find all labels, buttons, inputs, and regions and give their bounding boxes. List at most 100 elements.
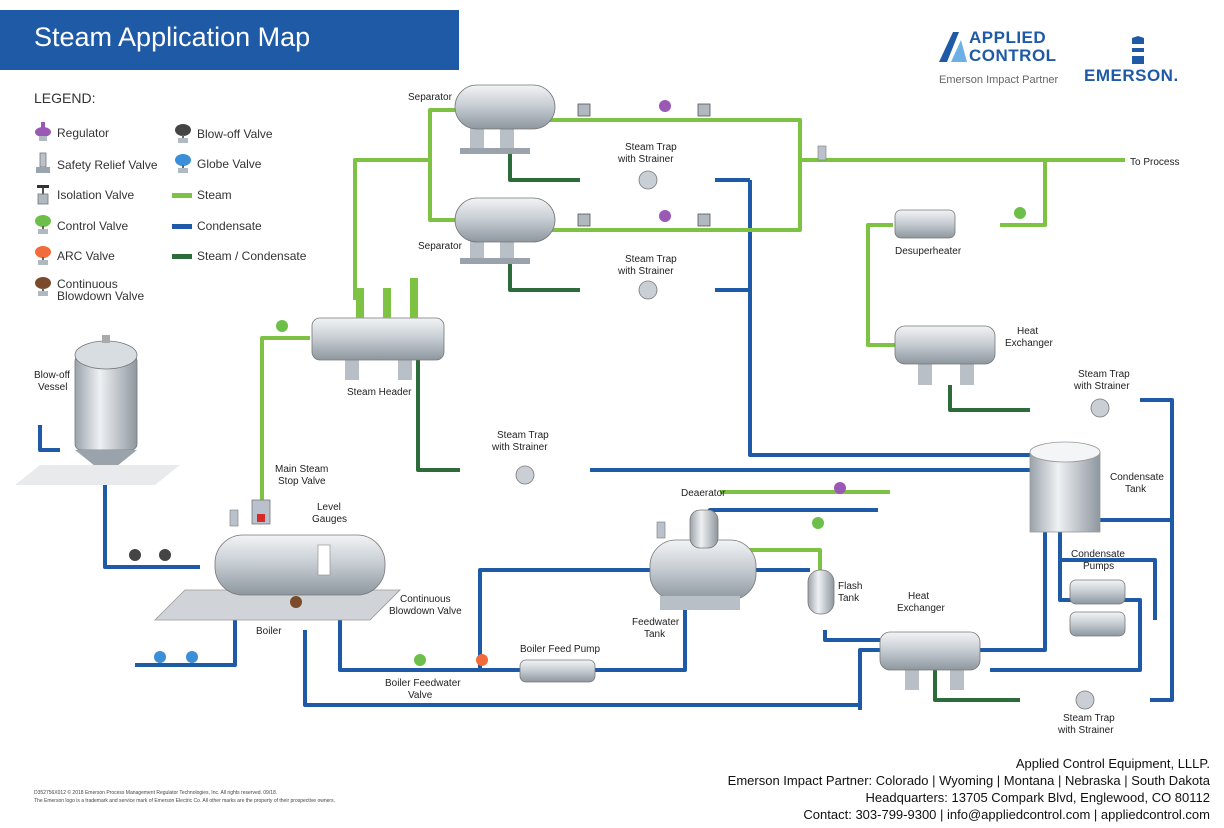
footer-contact: Contact: 303-799-9300 | info@appliedcont… [803,807,1210,822]
boiler [154,499,401,621]
applied-logo-line1: APPLIED [969,28,1047,47]
label-feedwater-1: Feedwater [632,617,680,628]
condensate-tank [1029,441,1101,533]
label-deaerator: Deaerator [681,488,726,499]
blowdown-valve [290,596,302,608]
blow-off-valve-icon [175,124,191,143]
footer-hq: Headquarters: 13705 Compark Blvd, Englew… [865,790,1210,805]
label-trap-bot-1: Steam Trap [1063,713,1115,724]
globe-valve-icon [175,154,191,173]
label-hx-bot-1: Heat [908,591,929,602]
label-feedwater-2: Tank [644,629,666,640]
emerson-mark-icon [1122,36,1154,64]
safety-relief-valve [817,145,827,161]
footer-partner: Emerson Impact Partner: Colorado | Wyomi… [727,773,1210,788]
label-level-1: Level [317,502,341,513]
legend-label-steam: Steam [197,188,232,202]
safety-relief-valve [229,509,239,527]
label-trap-mid-1: Steam Trap [625,254,677,265]
legend-title: LEGEND: [34,90,96,106]
applied-logo-line2: CONTROL [969,46,1057,65]
legend-label-globe-valve: Globe Valve [197,157,262,171]
valves [129,100,1110,710]
footer-company: Applied Control Equipment, LLLP. [1015,756,1210,771]
title-bar: Steam Application Map [0,10,459,70]
page-title: Steam Application Map [34,22,311,52]
label-cont-blowdown-1: Continuous [400,594,451,605]
label-trap-bot-2: with Strainer [1057,725,1114,736]
blow-off-valve [159,549,171,561]
footer-fine-print-1: D352756X012 © 2018 Emerson Process Manag… [34,790,278,796]
control-valve [1014,207,1026,219]
legend-label-regulator: Regulator [57,126,110,140]
label-main-stop-2: Stop Valve [278,476,326,487]
blow-off-vessel [15,335,180,485]
steam-trap [1075,690,1095,710]
steam-trap [638,280,658,300]
safety-relief-valve [656,521,666,539]
label-trap-top-1: Steam Trap [625,142,677,153]
steam-header [311,278,445,380]
regulator-valve [659,100,671,112]
arc-valve [476,654,488,666]
legend-label-blow-off-valve: Blow-off Valve [197,127,273,141]
diagram-labels: Separator Separator Steam Trap with Stra… [34,92,1179,736]
applied-logo-sub: Emerson Impact Partner [939,74,1059,86]
legend-label-control-valve: Control Valve [57,219,129,233]
feedwater-tank [649,509,757,610]
label-flash-1: Flash [838,581,862,592]
legend-label-blowdown-valve-1: Continuous [57,277,118,291]
label-trap-header-2: with Strainer [491,442,548,453]
legend-label-isolation-valve: Isolation Valve [57,188,135,202]
steam-condensate-line-swatch [172,254,192,259]
label-boiler: Boiler [256,626,282,637]
regulator-icon [35,122,51,141]
regulator-valve [834,482,846,494]
isolation-valve [697,103,711,117]
label-desuperheater: Desuperheater [895,246,962,257]
emerson-logo: EMERSON. [1080,36,1200,86]
legend-label-arc-valve: ARC Valve [57,249,115,263]
flash-tank [807,569,835,615]
heat-exchanger-top [894,325,996,385]
legend-label-safety-relief-valve: Safety Relief Valve [57,158,158,172]
steam-trap [1090,398,1110,418]
label-flash-2: Tank [838,593,860,604]
label-separator-bottom: Separator [418,241,463,252]
condensate-pumps [1069,579,1126,637]
control-valve [276,320,288,332]
control-valve-icon [35,215,51,234]
separator-bottom [454,197,556,264]
applied-control-mark-icon [939,32,967,62]
legend-label-steam-condensate: Steam / Condensate [197,249,307,263]
label-steam-header: Steam Header [347,387,412,398]
emerson-logo-word: EMERSON. [1084,66,1179,85]
label-boiler-feed-pump: Boiler Feed Pump [520,644,600,655]
label-cont-blowdown-2: Blowdown Valve [389,606,462,617]
separator-top [454,84,556,154]
condensate-pipes [38,178,1174,710]
label-cond-pumps-1: Condensate [1071,549,1125,560]
label-blowoff-2: Vessel [38,382,67,393]
label-bfw-valve-2: Valve [408,690,433,701]
label-condensate-tank-1: Condensate [1110,472,1164,483]
label-trap-hx-1: Steam Trap [1078,369,1130,380]
label-trap-hx-2: with Strainer [1073,381,1130,392]
isolation-valve [577,103,591,117]
steam-trap [638,170,658,190]
safety-relief-valve-icon [36,152,50,173]
label-bfw-valve-1: Boiler Feedwater [385,678,461,689]
condensate-line-swatch [172,224,192,229]
label-blowoff-1: Blow-off [34,370,70,381]
label-hx-top-2: Exchanger [1005,338,1053,349]
legend-label-condensate: Condensate [197,219,262,233]
control-valve [812,517,824,529]
heat-exchanger-bottom [879,631,981,690]
blowdown-valve-icon [35,277,51,296]
label-cond-pumps-2: Pumps [1083,561,1114,572]
isolation-valve [697,213,711,227]
label-trap-top-2: with Strainer [617,154,674,165]
globe-valve [154,651,166,663]
footer-fine-print-2: The Emerson logo is a trademark and serv… [34,798,335,804]
blow-off-valve [129,549,141,561]
